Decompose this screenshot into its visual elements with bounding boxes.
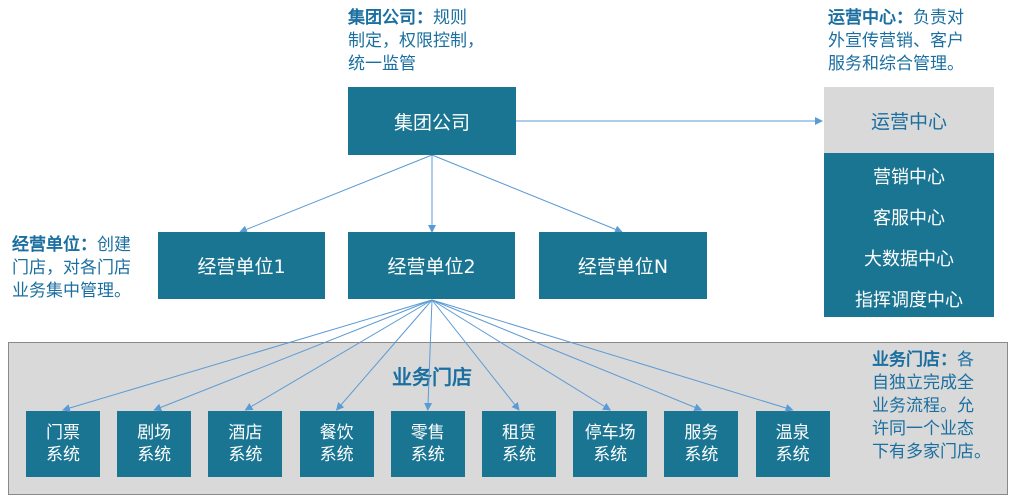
system-label-2: 系统 — [410, 445, 445, 465]
system-box-8[interactable]: 温泉系统 — [755, 411, 830, 477]
group-note-title: 集团公司 — [348, 8, 416, 28]
store-note: 业务门店：各 自独立完成全 业务流程。允 许同一个业态 下有多家门店。 — [872, 350, 991, 462]
system-box-7[interactable]: 服务系统 — [664, 411, 739, 477]
ops-center-list: 营销中心 客服中心 大数据中心 指挥调度中心 — [824, 153, 994, 317]
system-label-2: 系统 — [593, 445, 628, 465]
ops-note: 运营中心：负责对 外宣传营销、客户 服务和综合管理。 — [828, 8, 964, 74]
ops-center-header[interactable]: 运营中心 — [824, 87, 994, 153]
arrow-unit-system-2 — [244, 299, 433, 411]
store-area-title: 业务门店 — [392, 365, 472, 389]
arrow-unit-system-3 — [335, 299, 433, 411]
system-label-1: 停车场 — [584, 423, 636, 443]
system-box-6[interactable]: 停车场系统 — [573, 411, 648, 477]
ops-item-bigdata[interactable]: 大数据中心 — [864, 249, 954, 270]
ops-item-service[interactable]: 客服中心 — [873, 208, 945, 229]
system-label-1: 门票 — [46, 423, 80, 443]
system-box-3[interactable]: 餐饮系统 — [299, 411, 374, 477]
system-box-1[interactable]: 剧场系统 — [117, 411, 192, 477]
system-label-1: 温泉 — [775, 423, 810, 443]
arrow-unit-system-8 — [431, 299, 794, 412]
ops-item-marketing[interactable]: 营销中心 — [873, 167, 945, 188]
system-label-2: 系统 — [502, 445, 536, 465]
system-label-1: 租赁 — [502, 423, 536, 443]
ops-note-title: 运营中心 — [828, 8, 896, 28]
system-label-1: 零售 — [410, 423, 445, 443]
system-label-1: 剧场 — [137, 423, 172, 443]
unit-box-n[interactable]: 经营单位N — [539, 232, 707, 299]
arrow-group-unitn — [431, 154, 623, 234]
arrow-unit-system-1 — [153, 299, 433, 412]
ops-item-dispatch[interactable]: 指挥调度中心 — [855, 290, 963, 311]
system-label-2: 系统 — [319, 445, 354, 465]
system-box-2[interactable]: 酒店系统 — [208, 411, 283, 477]
arrow-unit-system-7 — [431, 299, 703, 412]
unit-note-title: 经营单位 — [12, 235, 80, 255]
arrow-unit-system-0 — [62, 299, 433, 412]
system-box-5[interactable]: 租赁系统 — [482, 411, 556, 477]
system-label-1: 餐饮 — [319, 423, 354, 443]
unit-note: 经营单位：创建 门店，对各门店 业务集中管理。 — [12, 235, 131, 301]
system-label-2: 系统 — [137, 445, 172, 465]
system-label-1: 酒店 — [228, 423, 263, 443]
group-note: 集团公司：规则 制定，权限控制， 统一监管 — [348, 8, 484, 74]
system-label-2: 系统 — [684, 445, 719, 465]
arrow-unit-system-5 — [431, 299, 520, 411]
system-label-2: 系统 — [228, 445, 263, 465]
system-box-4[interactable]: 零售系统 — [390, 411, 465, 477]
store-note-title: 业务门店 — [872, 350, 940, 370]
arrow-unit-system-6 — [431, 299, 612, 411]
system-label-2: 系统 — [46, 445, 80, 465]
unit-box-2[interactable]: 经营单位2 — [348, 232, 515, 299]
arrow-unit-system-4 — [424, 299, 433, 411]
group-company-box[interactable]: 集团公司 — [348, 87, 516, 155]
system-label-1: 服务 — [684, 423, 719, 443]
system-label-2: 系统 — [775, 445, 810, 465]
unit-box-1[interactable]: 经营单位1 — [158, 232, 325, 299]
arrow-group-unit1 — [239, 154, 433, 234]
system-box-0[interactable]: 门票系统 — [26, 411, 100, 477]
